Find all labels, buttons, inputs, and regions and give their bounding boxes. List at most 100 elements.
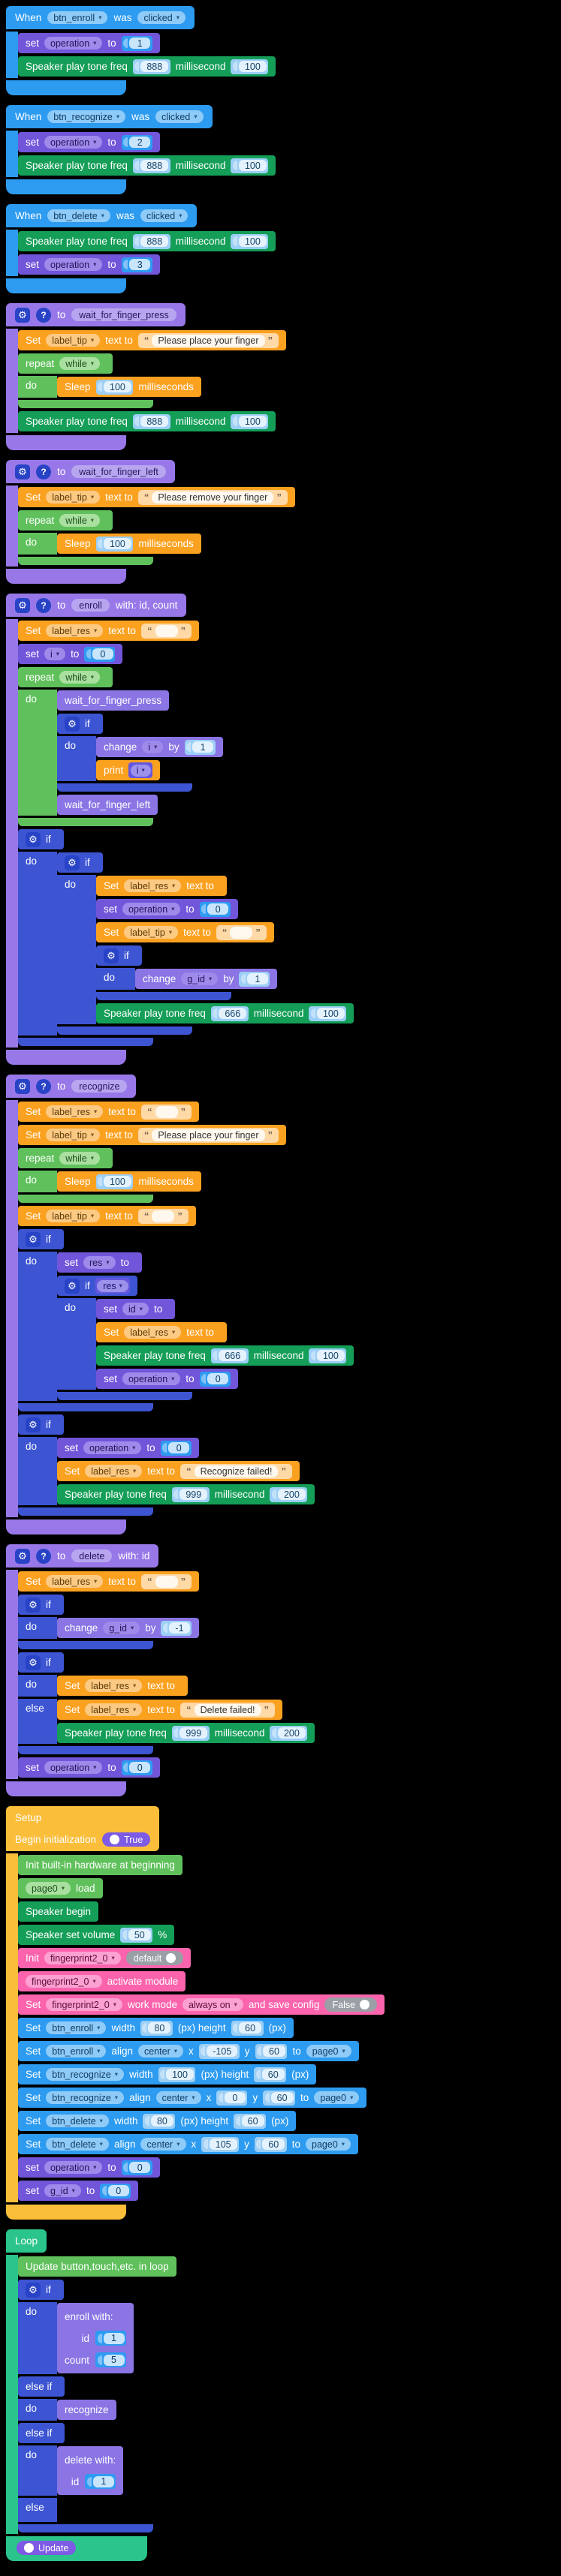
- mutator-gear-icon[interactable]: ⚙: [26, 831, 41, 847]
- number-field[interactable]: 0: [160, 1440, 192, 1456]
- if-gid-lt-98-head[interactable]: ⚙if: [96, 945, 142, 966]
- dropdown-btn-enroll[interactable]: btn_enroll▾: [46, 2021, 107, 2034]
- dropdown-label-res[interactable]: label_res▾: [46, 624, 104, 637]
- loop-header[interactable]: Loop: [6, 2229, 47, 2253]
- dropdown-page0[interactable]: page0▾: [306, 2138, 351, 2151]
- mutator-gear-icon[interactable]: ⚙: [65, 716, 80, 732]
- if-gid-gt-0-head[interactable]: ⚙if: [18, 1595, 64, 1615]
- number-field[interactable]: 100: [309, 1348, 347, 1363]
- mutator-gear-icon[interactable]: ⚙: [15, 307, 30, 323]
- number-field[interactable]: 1: [184, 739, 216, 755]
- if-operation-ne-0-head[interactable]: ⚙if: [18, 1414, 64, 1435]
- dropdown-page0[interactable]: page0▾: [314, 2091, 360, 2104]
- number-field[interactable]: 80: [140, 2020, 173, 2036]
- mutator-gear-icon[interactable]: ⚙: [15, 597, 30, 613]
- number-field[interactable]: 50: [120, 1927, 153, 1943]
- dropdown-label-tip[interactable]: label_tip▾: [124, 926, 179, 939]
- dropdown-btn-delete[interactable]: btn_delete▾: [46, 2115, 109, 2127]
- number-field[interactable]: 200: [270, 1486, 308, 1502]
- dropdown-btn-delete[interactable]: btn_delete▾: [47, 209, 110, 222]
- string-field[interactable]: “ ”: [141, 1574, 192, 1589]
- number-field[interactable]: 999: [171, 1725, 210, 1741]
- page0-load[interactable]: page0▾load: [18, 1878, 103, 1898]
- number-field[interactable]: 888: [132, 233, 170, 249]
- number-field[interactable]: 100: [231, 233, 269, 249]
- dropdown-while[interactable]: while▾: [59, 357, 101, 370]
- dropdown-label-res[interactable]: label_res▾: [46, 1575, 104, 1588]
- mutator-gear-icon[interactable]: ⚙: [15, 1078, 30, 1094]
- mutator-gear-icon[interactable]: ⚙: [26, 1655, 41, 1670]
- dropdown-i[interactable]: i▾: [44, 648, 66, 660]
- dropdown-operation[interactable]: operation▾: [44, 37, 103, 50]
- dropdown-label-res[interactable]: label_res▾: [85, 1465, 143, 1477]
- if-generate-template-head[interactable]: ⚙if: [18, 829, 64, 849]
- dropdown-label-tip[interactable]: label_tip▾: [46, 1129, 101, 1141]
- number-field[interactable]: 0: [84, 646, 116, 662]
- if-operation-dispatch-head[interactable]: ⚙if: [18, 2280, 64, 2300]
- number-field[interactable]: 888: [132, 413, 170, 429]
- dropdown-btn-recognize[interactable]: btn_recognize▾: [47, 110, 126, 123]
- function-name-field[interactable]: wait_for_finger_press: [71, 308, 176, 321]
- number-field[interactable]: -105: [198, 2043, 240, 2059]
- string-field[interactable]: “Please place your finger”: [137, 1127, 279, 1143]
- number-field[interactable]: 60: [263, 2090, 296, 2106]
- number-field[interactable]: 3: [121, 257, 152, 272]
- help-icon[interactable]: ?: [36, 464, 51, 479]
- dropdown-operation[interactable]: operation▾: [44, 136, 103, 149]
- if-store-template-head[interactable]: ⚙if: [57, 852, 103, 873]
- help-icon[interactable]: ?: [36, 597, 51, 613]
- string-field[interactable]: “ ”: [216, 924, 267, 940]
- dropdown-btn-delete[interactable]: btn_delete▾: [46, 2138, 109, 2151]
- number-field[interactable]: 0: [216, 2090, 248, 2106]
- string-field[interactable]: “Recognize failed!”: [180, 1463, 292, 1479]
- string-field[interactable]: “Please place your finger”: [137, 332, 279, 348]
- number-field[interactable]: 0: [199, 1371, 231, 1387]
- number-field[interactable]: 100: [231, 413, 269, 429]
- help-icon[interactable]: ?: [36, 307, 51, 323]
- dropdown-always-on[interactable]: always on▾: [182, 1998, 243, 2011]
- number-field[interactable]: 1: [121, 35, 152, 51]
- dropdown-clicked[interactable]: clicked▾: [137, 11, 185, 24]
- dropdown-center[interactable]: center▾: [140, 2138, 186, 2151]
- dropdown-label-tip[interactable]: label_tip▾: [46, 491, 101, 503]
- help-icon[interactable]: ?: [36, 1078, 51, 1094]
- dropdown-center[interactable]: center▾: [137, 2045, 184, 2057]
- number-field[interactable]: 0: [100, 2183, 131, 2199]
- number-field[interactable]: 0: [121, 2160, 152, 2175]
- dropdown-operation[interactable]: operation▾: [122, 1372, 181, 1385]
- number-field[interactable]: 1: [239, 971, 270, 987]
- number-field[interactable]: 60: [231, 2020, 264, 2036]
- string-field[interactable]: “ ”: [141, 1104, 192, 1120]
- number-field[interactable]: 888: [132, 158, 170, 173]
